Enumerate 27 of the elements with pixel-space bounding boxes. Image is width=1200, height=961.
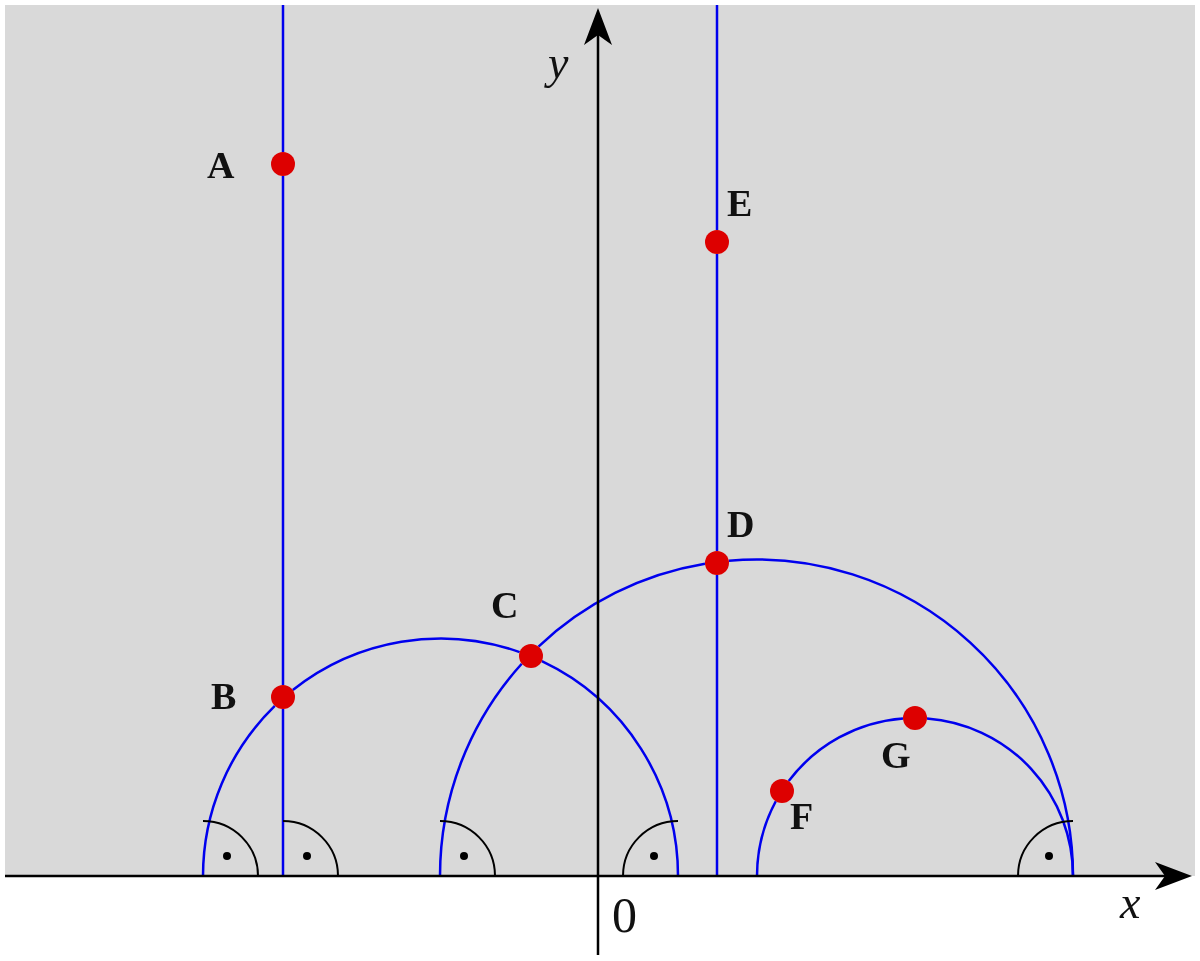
geodesic-line bbox=[537, 562, 706, 648]
point-label: C bbox=[491, 586, 519, 624]
point-label: B bbox=[211, 677, 237, 715]
axis-label: 0 bbox=[612, 890, 637, 940]
right-angle-mark bbox=[1018, 821, 1073, 876]
geodesic-line bbox=[292, 637, 520, 692]
right-angle-mark bbox=[440, 821, 495, 876]
geodesic-line bbox=[715, 575, 719, 876]
right-angle-mark bbox=[283, 821, 338, 876]
point-label: G bbox=[881, 736, 911, 774]
geodesic-line bbox=[715, 5, 719, 230]
geodesic-line bbox=[281, 709, 285, 876]
right-angle-mark bbox=[623, 821, 678, 876]
axis-label: x bbox=[1120, 880, 1141, 926]
geodesic-line bbox=[201, 705, 276, 877]
geodesic-line bbox=[715, 254, 719, 551]
geodesic-line bbox=[755, 800, 777, 877]
point-label: F bbox=[790, 797, 814, 835]
point-label: A bbox=[207, 146, 235, 184]
geodesic-line bbox=[438, 662, 523, 877]
geodesic-line bbox=[281, 5, 285, 152]
geodesic-line bbox=[787, 717, 904, 782]
right-angle-mark bbox=[203, 821, 258, 876]
geodesic-line bbox=[926, 717, 1075, 877]
point-label: D bbox=[727, 505, 755, 543]
point-label: E bbox=[727, 184, 753, 222]
geodesic-line bbox=[281, 176, 285, 685]
